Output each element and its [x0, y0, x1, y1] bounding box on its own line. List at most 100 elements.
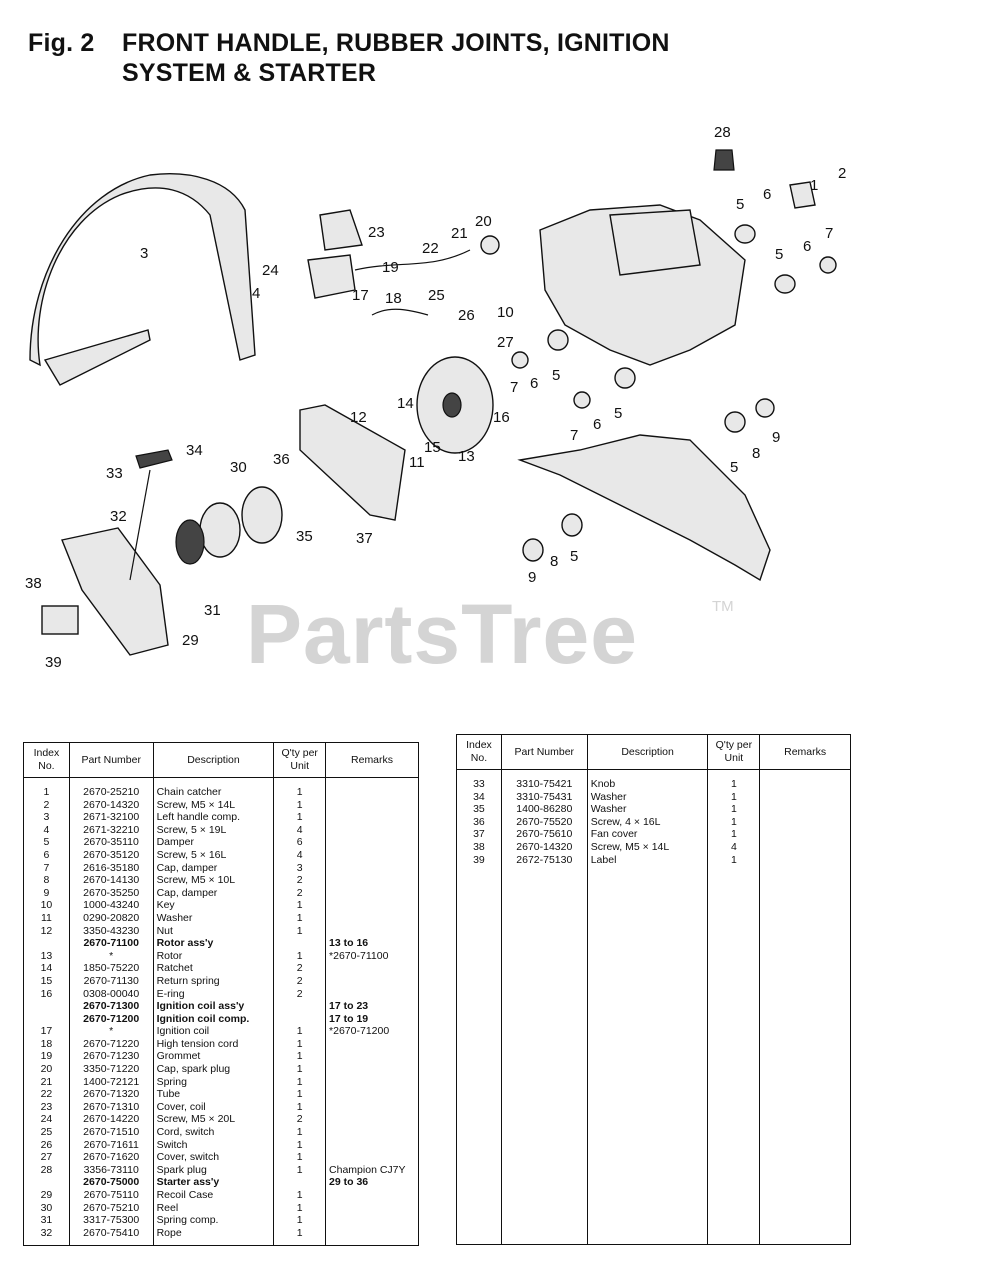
part-number-cell: 2670-75410: [68, 1226, 154, 1240]
spring-comp: [199, 502, 241, 558]
remarks-cell: [325, 899, 419, 912]
index-cell: 2: [23, 798, 70, 812]
remarks-cell: [325, 1138, 419, 1152]
switch-cord: [371, 308, 429, 316]
callout: 6: [530, 375, 538, 392]
index-cell: 3: [23, 811, 70, 824]
description-cell: E-ring: [152, 987, 275, 1001]
description-cell: Key: [152, 899, 275, 912]
remarks-cell: [325, 1189, 419, 1202]
callout: 6: [763, 186, 771, 203]
part-number-cell: 2672-75130: [500, 853, 588, 867]
callout: 19: [382, 259, 399, 276]
damper-cap: [573, 391, 591, 409]
index-cell: 30: [23, 1201, 70, 1215]
qty-cell: [273, 937, 327, 950]
description-cell: Return spring: [152, 974, 275, 988]
starter-reel: [241, 486, 283, 544]
qty-cell: 1: [273, 1201, 327, 1215]
part-number-cell: 1400-72121: [68, 1075, 154, 1089]
partstree-watermark: PartsTree: [246, 587, 638, 681]
callout: 10: [497, 304, 514, 321]
part-number-cell: 2670-14220: [68, 1113, 154, 1127]
description-cell: Cover, coil: [152, 1100, 275, 1114]
part-number-cell: 2671-32210: [68, 823, 154, 837]
part-number-cell: 2670-71510: [68, 1126, 154, 1139]
remarks-cell: [325, 823, 419, 837]
part-number-cell: 2671-32100: [68, 811, 154, 824]
remarks-cell: [325, 1151, 419, 1164]
description-cell: Ratchet: [152, 962, 275, 975]
parts-table-left: Index No. Part Number Description Q'ty p…: [23, 742, 419, 1247]
callout: 31: [204, 602, 221, 619]
part-number-cell: 2670-25210: [68, 777, 154, 799]
description-cell: Ignition coil: [152, 1025, 275, 1038]
index-cell: 37: [456, 828, 502, 841]
description-cell: Switch: [152, 1138, 275, 1152]
description-cell: Screw, M5 × 14L: [586, 840, 709, 854]
index-cell: 20: [23, 1063, 70, 1076]
qty-cell: 1: [273, 1138, 327, 1152]
callout: 36: [273, 451, 290, 468]
qty-cell: 1: [273, 924, 327, 938]
part-number-cell: 2670-71620: [68, 1151, 154, 1164]
table-fill-row: [23, 1239, 419, 1247]
part-number-cell: 2670-75520: [500, 815, 588, 829]
description-cell: Cover, switch: [152, 1151, 275, 1164]
title-line-2: SYSTEM & STARTER: [122, 59, 377, 87]
qty-cell: 1: [273, 1126, 327, 1139]
qty-cell: 1: [273, 1151, 327, 1164]
description-cell: Screw, M5 × 20L: [152, 1113, 275, 1127]
description-cell: Grommet: [152, 1050, 275, 1064]
description-cell: Knob: [586, 769, 709, 791]
remarks-cell: [759, 769, 851, 791]
remarks-cell: [325, 1100, 419, 1114]
description-cell: Screw, 4 × 16L: [586, 815, 709, 829]
callout: 22: [422, 240, 439, 257]
description-cell: Tube: [152, 1088, 275, 1101]
index-cell: 28: [23, 1163, 70, 1177]
index-cell: 12: [23, 924, 70, 938]
description-cell: Rotor: [152, 949, 275, 963]
damper-cap: [755, 398, 775, 418]
part-number-cell: 2670-71100: [68, 937, 154, 950]
callout: 11: [409, 454, 425, 471]
description-cell: Cap, damper: [152, 886, 275, 900]
callout: 17: [352, 287, 369, 304]
remarks-cell: 17 to 23: [325, 1000, 419, 1013]
callout: 15: [424, 439, 441, 456]
callout: 7: [825, 225, 833, 242]
qty-cell: 4: [707, 840, 761, 854]
qty-cell: 1: [273, 777, 327, 799]
part-number-cell: 2670-35250: [68, 886, 154, 900]
qty-cell: 1: [273, 1063, 327, 1076]
index-cell: 7: [23, 861, 70, 875]
description-cell: Nut: [152, 924, 275, 938]
part-number-cell: 2670-71300: [68, 1000, 154, 1013]
title-line-1: FRONT HANDLE, RUBBER JOINTS, IGNITION: [122, 29, 670, 57]
callout: 5: [570, 548, 578, 565]
callout: 5: [552, 367, 560, 384]
qty-cell: [273, 1176, 327, 1189]
index-cell: 4: [23, 823, 70, 837]
spring-comp-inner: [175, 519, 205, 565]
callout: 28: [714, 124, 731, 141]
damper: [561, 513, 583, 537]
remarks-cell: [325, 777, 419, 799]
callout: 9: [528, 569, 536, 586]
